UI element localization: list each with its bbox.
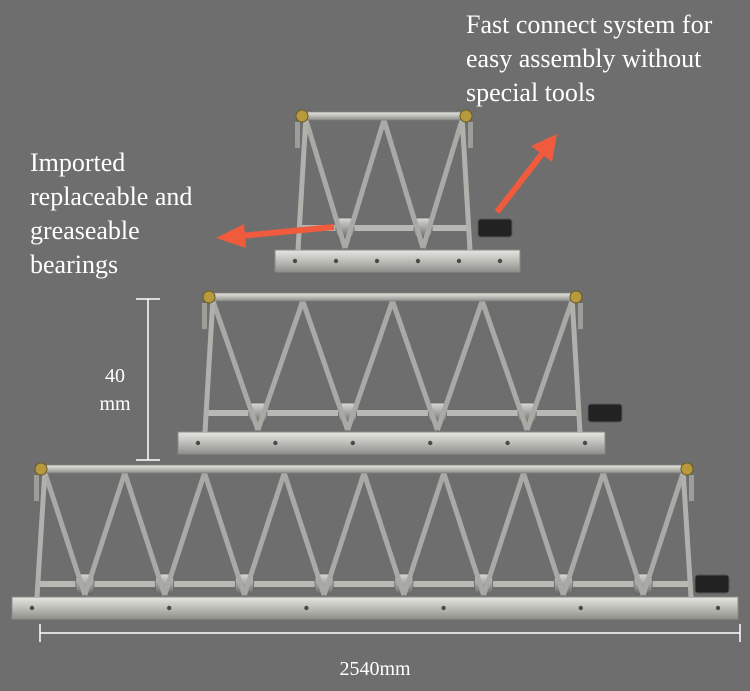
truss-large-web-member bbox=[281, 472, 327, 596]
truss-small-web-member bbox=[420, 119, 465, 249]
truss-medium-base-plate bbox=[177, 431, 606, 455]
truss-large-web-member bbox=[481, 472, 526, 596]
truss-medium-shaft bbox=[205, 410, 580, 416]
arrow-to-bearings bbox=[216, 224, 335, 248]
truss-medium-web-member bbox=[479, 300, 530, 431]
truss-medium-web-member bbox=[390, 300, 440, 431]
truss-small-adjust-rod bbox=[468, 122, 473, 148]
truss-small-base-plate bbox=[274, 249, 521, 273]
truss-small-web-member bbox=[381, 119, 426, 249]
truss-large-web-member bbox=[241, 472, 287, 596]
truss-large-top-chord bbox=[36, 464, 692, 474]
truss-small-connector bbox=[459, 109, 473, 123]
truss-small-adjust-rod bbox=[295, 122, 300, 148]
truss-medium-web-member bbox=[524, 300, 575, 431]
truss-small-web-member bbox=[342, 119, 387, 249]
truss-medium-adjust-rod bbox=[578, 303, 583, 329]
truss-large-connector bbox=[34, 462, 48, 476]
truss-medium-web-member bbox=[300, 300, 350, 431]
truss-large-bolt bbox=[578, 605, 583, 611]
truss-small-shaft bbox=[298, 225, 470, 231]
truss-medium-motor bbox=[587, 403, 623, 423]
truss-small-bolt bbox=[456, 258, 462, 264]
truss-small-bolt bbox=[415, 258, 421, 264]
fast-connect-caption: Fast connect system for easy assembly wi… bbox=[466, 10, 713, 107]
truss-large-bolt bbox=[304, 605, 309, 611]
truss-large-web-member bbox=[162, 472, 207, 596]
truss-small-bolt bbox=[292, 258, 298, 264]
truss-medium-bolt bbox=[273, 440, 278, 446]
truss-medium-web-member bbox=[435, 300, 485, 431]
bearings-caption: Imported replaceable and greaseable bear… bbox=[30, 148, 193, 279]
truss-large-web-member bbox=[401, 472, 447, 596]
truss-large-base-plate bbox=[11, 596, 739, 620]
truss-large-adjust-rod bbox=[689, 475, 694, 501]
truss-medium-end-post bbox=[202, 296, 216, 433]
truss-large-bolt bbox=[29, 605, 35, 611]
truss-small-top-chord bbox=[297, 111, 471, 121]
truss-large-end-post bbox=[34, 468, 48, 598]
truss-large-web-member bbox=[600, 472, 646, 596]
width-label: 2540mm bbox=[339, 658, 411, 680]
truss-large-adjust-rod bbox=[34, 475, 39, 501]
truss-medium-bolt bbox=[195, 440, 201, 446]
truss-medium-connector bbox=[569, 290, 583, 304]
truss-small-end-post bbox=[459, 115, 473, 251]
truss-medium-web-member bbox=[255, 300, 306, 431]
truss-large-web-member bbox=[42, 472, 88, 596]
height-dimension bbox=[136, 298, 160, 461]
truss-large-motor bbox=[694, 574, 730, 594]
truss-medium-connector bbox=[202, 290, 216, 304]
truss-small-web-member bbox=[303, 119, 348, 249]
width-dimension bbox=[39, 624, 741, 642]
truss-large-web-member bbox=[202, 472, 247, 596]
truss-large-web-member bbox=[640, 472, 686, 596]
truss-medium-web-member bbox=[345, 300, 395, 431]
truss-large-connector bbox=[680, 462, 694, 476]
truss-large-web-member bbox=[321, 472, 367, 596]
truss-medium-bolt bbox=[428, 440, 433, 446]
truss-large-bolt bbox=[715, 605, 721, 611]
height-label: 40 mm bbox=[99, 365, 131, 415]
truss-medium-bolt bbox=[505, 440, 510, 446]
truss-large-bolt bbox=[167, 605, 172, 611]
truss-large-bolt bbox=[441, 605, 446, 611]
truss-medium-web-member bbox=[210, 300, 261, 431]
truss-medium-bolt bbox=[582, 440, 588, 446]
arrow-to-fast-connect bbox=[494, 134, 557, 214]
truss-large-web-member bbox=[560, 472, 606, 596]
truss-large-web-member bbox=[441, 472, 487, 596]
truss-medium-top-chord bbox=[204, 292, 581, 302]
truss-large-web-member bbox=[122, 472, 168, 596]
truss-medium-bolt bbox=[350, 440, 355, 446]
truss-large-web-member bbox=[361, 472, 407, 596]
truss-small-bolt bbox=[497, 258, 503, 264]
truss-large-end-post bbox=[680, 468, 694, 598]
truss-small-connector bbox=[295, 109, 309, 123]
truss-small-motor bbox=[477, 218, 513, 238]
truss-large-web-member bbox=[82, 472, 128, 596]
truss-large-web-member bbox=[521, 472, 566, 596]
truss-large-shaft bbox=[37, 581, 691, 587]
truss-small-bolt bbox=[374, 258, 380, 264]
truss-small-bolt bbox=[333, 258, 339, 264]
truss-medium-adjust-rod bbox=[202, 303, 207, 329]
truss-medium-end-post bbox=[569, 296, 583, 433]
